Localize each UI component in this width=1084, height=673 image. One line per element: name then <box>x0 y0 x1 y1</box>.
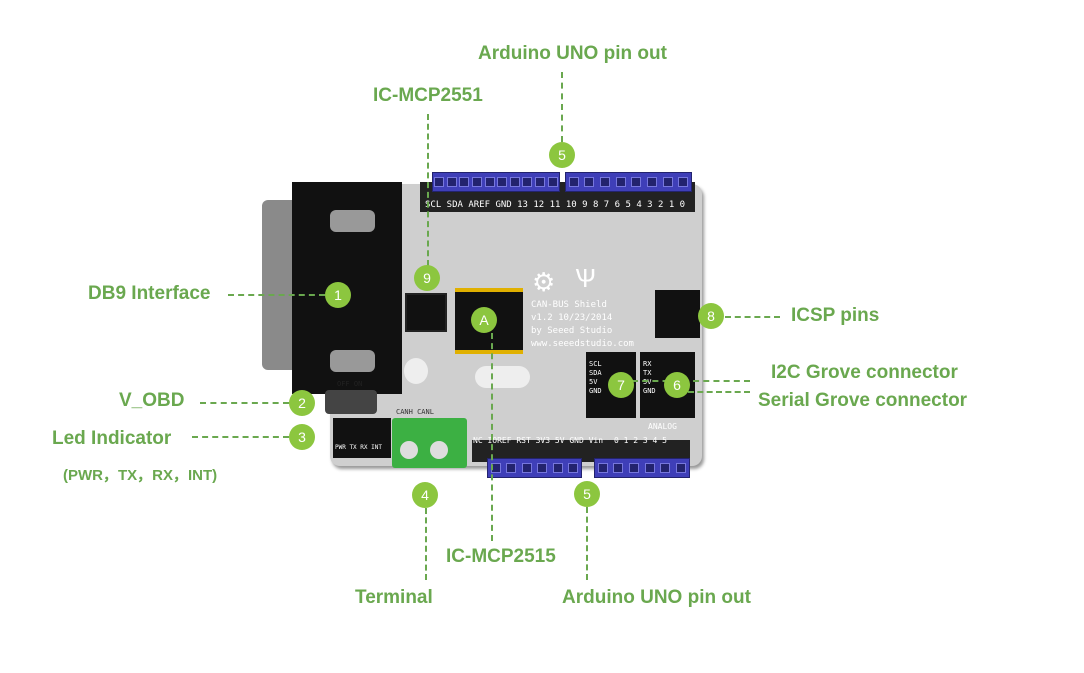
led-indicator-panel <box>333 418 391 458</box>
marker-3: 3 <box>289 424 315 450</box>
label-mcp2551: IC-MCP2551 <box>373 85 483 106</box>
board-maker: by Seeed Studio <box>531 326 613 336</box>
icsp-header <box>655 290 700 338</box>
label-serial: Serial Grove connector <box>758 390 968 411</box>
bottom-header-left <box>487 458 582 478</box>
label-vobd: V_OBD <box>119 390 185 411</box>
leader-vobd <box>200 402 289 404</box>
label-terminal: Terminal <box>355 587 433 608</box>
switch-labels: OFF ON <box>337 380 363 388</box>
mcp2551-chip <box>405 293 447 332</box>
i2c-pin-labels: SCL SDA 5V GND <box>589 360 602 395</box>
marker-9: 9 <box>414 265 440 291</box>
crystal <box>475 366 530 388</box>
leader-terminal <box>425 508 427 580</box>
label-led-sub: (PWR，TX，RX，INT) <box>63 467 218 484</box>
leader-mcp2515 <box>491 333 493 541</box>
bottom-header-right <box>594 458 690 478</box>
leader-icsp <box>725 316 780 318</box>
leader-i2c <box>632 380 750 382</box>
marker-2: 2 <box>289 390 315 416</box>
label-mcp2515: IC-MCP2515 <box>446 546 556 567</box>
board-url: www.seeedstudio.com <box>531 339 634 349</box>
leader-arduino-top <box>561 72 563 142</box>
terminal-screw-1 <box>400 441 418 459</box>
marker-6: 6 <box>664 372 690 398</box>
marker-a: A <box>471 307 497 333</box>
top-header-right <box>565 172 692 192</box>
label-arduino-top: Arduino UNO pin out <box>478 43 667 64</box>
terminal-pin-labels: CANH CANL <box>396 408 434 416</box>
leader-serial <box>688 391 750 393</box>
bottom-header-strip <box>472 440 690 462</box>
leader-mcp2551 <box>427 114 429 266</box>
v-obd-switch[interactable] <box>325 390 377 414</box>
marker-5-bottom: 5 <box>574 481 600 507</box>
marker-4: 4 <box>412 482 438 508</box>
marker-8: 8 <box>698 303 724 329</box>
top-header-left <box>432 172 560 192</box>
db9-screw-bottom <box>330 350 375 372</box>
leader-led <box>192 436 289 438</box>
leader-arduino-bottom <box>586 507 588 580</box>
board-version: v1.2 10/23/2014 <box>531 313 613 323</box>
board-name: CAN-BUS Shield <box>531 300 607 310</box>
label-db9: DB9 Interface <box>88 283 211 304</box>
label-arduino-bottom: Arduino UNO pin out <box>562 587 751 608</box>
top-pin-labels: SCL SDA AREF GND 13 12 11 10 9 8 7 6 5 4… <box>425 200 686 210</box>
terminal-screw-2 <box>430 441 448 459</box>
marker-5-top: 5 <box>549 142 575 168</box>
led-names: PWR TX RX INT <box>335 444 382 451</box>
db9-screw-top <box>330 210 375 232</box>
bottom-pin-labels: NC IOREF RST 3V3 5V GND Vin <box>473 436 604 445</box>
analog-pin-labels: 0 1 2 3 4 5 <box>614 436 667 445</box>
marker-1: 1 <box>325 282 351 308</box>
label-icsp: ICSP pins <box>791 305 880 326</box>
marker-7: 7 <box>608 372 634 398</box>
label-i2c: I2C Grove connector <box>771 362 958 383</box>
serial-pin-labels: RX TX 5V GND <box>643 360 656 395</box>
capacitor <box>404 358 428 384</box>
gear-logo-icon: ⚙ <box>532 267 556 297</box>
analog-label: ANALOG <box>648 422 677 431</box>
leader-db9 <box>228 294 325 296</box>
seeed-logo-icon: Ѱ <box>575 263 596 293</box>
label-led: Led Indicator <box>52 428 172 449</box>
